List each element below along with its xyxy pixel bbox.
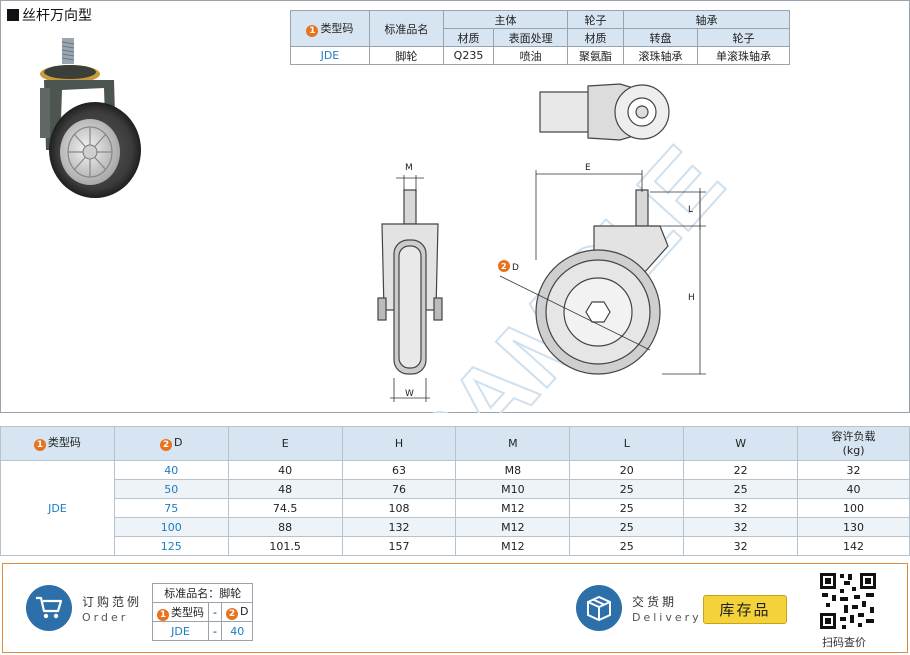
dim-cell-e: 74.5 xyxy=(227,498,343,518)
qr-code-icon[interactable] xyxy=(818,571,878,631)
page-title: 丝杆万向型 xyxy=(7,5,92,25)
dim-cell-e: 101.5 xyxy=(227,536,343,556)
spec-cell-surface: 喷油 xyxy=(493,46,569,65)
dim-header-m: M xyxy=(455,426,571,461)
dim-cell-e: 40 xyxy=(227,460,343,480)
title-square-icon xyxy=(7,9,19,21)
dim-header-w: W xyxy=(683,426,799,461)
dim-cell-d: 40 xyxy=(113,460,229,480)
spec-cell-material: Q235 xyxy=(442,46,495,65)
spec-header-material: 材质 xyxy=(442,28,495,47)
dim-header-load: 容许负载(kg) xyxy=(797,426,910,461)
title-text: 丝杆万向型 xyxy=(22,8,92,24)
badge-2-icon: 2 xyxy=(160,439,173,452)
order-type-value: JDE xyxy=(152,621,209,641)
dim-header-l: L xyxy=(569,426,685,461)
spec-header-body: 主体 xyxy=(442,10,569,29)
delivery-label-en: Delivery xyxy=(632,611,702,624)
order-std-name: 标准品名：脚轮 xyxy=(151,583,254,603)
dim-cell-type: JDE xyxy=(0,460,115,556)
dim-cell-load: 32 xyxy=(797,460,910,480)
dim-cell-l: 25 xyxy=(569,479,685,499)
table-row: JDE 40 40 63 M8 20 22 32 xyxy=(0,460,910,556)
in-stock-button[interactable]: 库存品 xyxy=(703,595,787,624)
dim-cell-d: 125 xyxy=(113,536,229,556)
table-row: 125 101.5 157 M12 25 32 142 xyxy=(1,536,910,556)
spec-header-wheel-bearing: 轮子 xyxy=(696,28,791,47)
dim-cell-w: 25 xyxy=(683,479,799,499)
cart-icon xyxy=(26,585,72,631)
cart-glyph-icon xyxy=(36,596,63,619)
delivery-box-icon xyxy=(576,585,622,631)
dim-cell-d: 50 xyxy=(113,479,229,499)
dim-cell-m: M10 xyxy=(455,479,571,499)
spec-header-wheel-material: 材质 xyxy=(567,28,624,47)
spec-header-bearing: 轴承 xyxy=(622,10,791,29)
spec-header-name: 标准品名 xyxy=(368,10,444,47)
order-dash: - xyxy=(208,602,222,622)
spec-header-turntable: 转盘 xyxy=(622,28,698,47)
badge-1-icon: 1 xyxy=(157,608,169,621)
dim-header-e: E xyxy=(227,426,343,461)
product-panel xyxy=(0,0,910,413)
dim-cell-e: 48 xyxy=(227,479,343,499)
badge-1-icon: 1 xyxy=(306,25,319,37)
dim-cell-h: 157 xyxy=(341,536,457,556)
dim-cell-h: 76 xyxy=(341,479,457,499)
dim-cell-l: 25 xyxy=(569,536,685,556)
dim-cell-w: 32 xyxy=(683,498,799,518)
dim-cell-load: 40 xyxy=(797,479,910,499)
table-row: 100 88 132 M12 25 32 130 xyxy=(1,517,910,537)
dim-cell-d: 100 xyxy=(113,517,229,537)
dim-cell-m: M12 xyxy=(455,517,571,537)
order-dash-2: - xyxy=(208,621,222,641)
order-label-cn: 订购范例 xyxy=(82,595,143,609)
dim-cell-h: 63 xyxy=(341,460,457,480)
dim-cell-l: 25 xyxy=(569,517,685,537)
dim-cell-l: 25 xyxy=(569,498,685,518)
delivery-label-cn: 交货期 xyxy=(632,595,678,609)
badge-2-icon: 2 xyxy=(225,607,238,620)
dim-cell-m: M12 xyxy=(455,498,571,518)
box-glyph-icon xyxy=(587,595,611,622)
dim-cell-e: 88 xyxy=(227,517,343,537)
dim-cell-load: 142 xyxy=(797,536,910,556)
dim-cell-d: 75 xyxy=(113,498,229,518)
spec-cell-wheel-bearing: 单滚珠轴承 xyxy=(696,46,791,65)
dim-header-h: H xyxy=(341,426,457,461)
dim-cell-m: M12 xyxy=(455,536,571,556)
order-d-value: 40 xyxy=(220,621,254,641)
dim-cell-m: M8 xyxy=(455,460,571,480)
table-row: 50 48 76 M10 25 25 40 xyxy=(1,479,910,499)
qr-label: 扫码查价 xyxy=(822,636,866,649)
table-row: 75 74.5 108 M12 25 32 100 xyxy=(1,498,910,518)
dim-cell-w: 32 xyxy=(683,536,799,556)
dim-cell-l: 20 xyxy=(569,460,685,480)
order-label-en: Order xyxy=(82,611,129,624)
spec-cell-turntable: 滚珠轴承 xyxy=(622,46,698,65)
dim-cell-load: 130 xyxy=(797,517,910,537)
spec-cell-type: JDE xyxy=(290,46,370,65)
spec-header-wheel: 轮子 xyxy=(567,10,624,29)
badge-1-icon: 1 xyxy=(33,439,46,452)
spec-cell-name: 脚轮 xyxy=(368,46,444,65)
spec-cell-wheel-material: 聚氨酯 xyxy=(567,46,624,65)
spec-header-surface: 表面处理 xyxy=(493,28,569,47)
dim-cell-w: 22 xyxy=(683,460,799,480)
dim-cell-w: 32 xyxy=(683,517,799,537)
dim-cell-h: 132 xyxy=(341,517,457,537)
dim-cell-load: 100 xyxy=(797,498,910,518)
dim-cell-h: 108 xyxy=(341,498,457,518)
